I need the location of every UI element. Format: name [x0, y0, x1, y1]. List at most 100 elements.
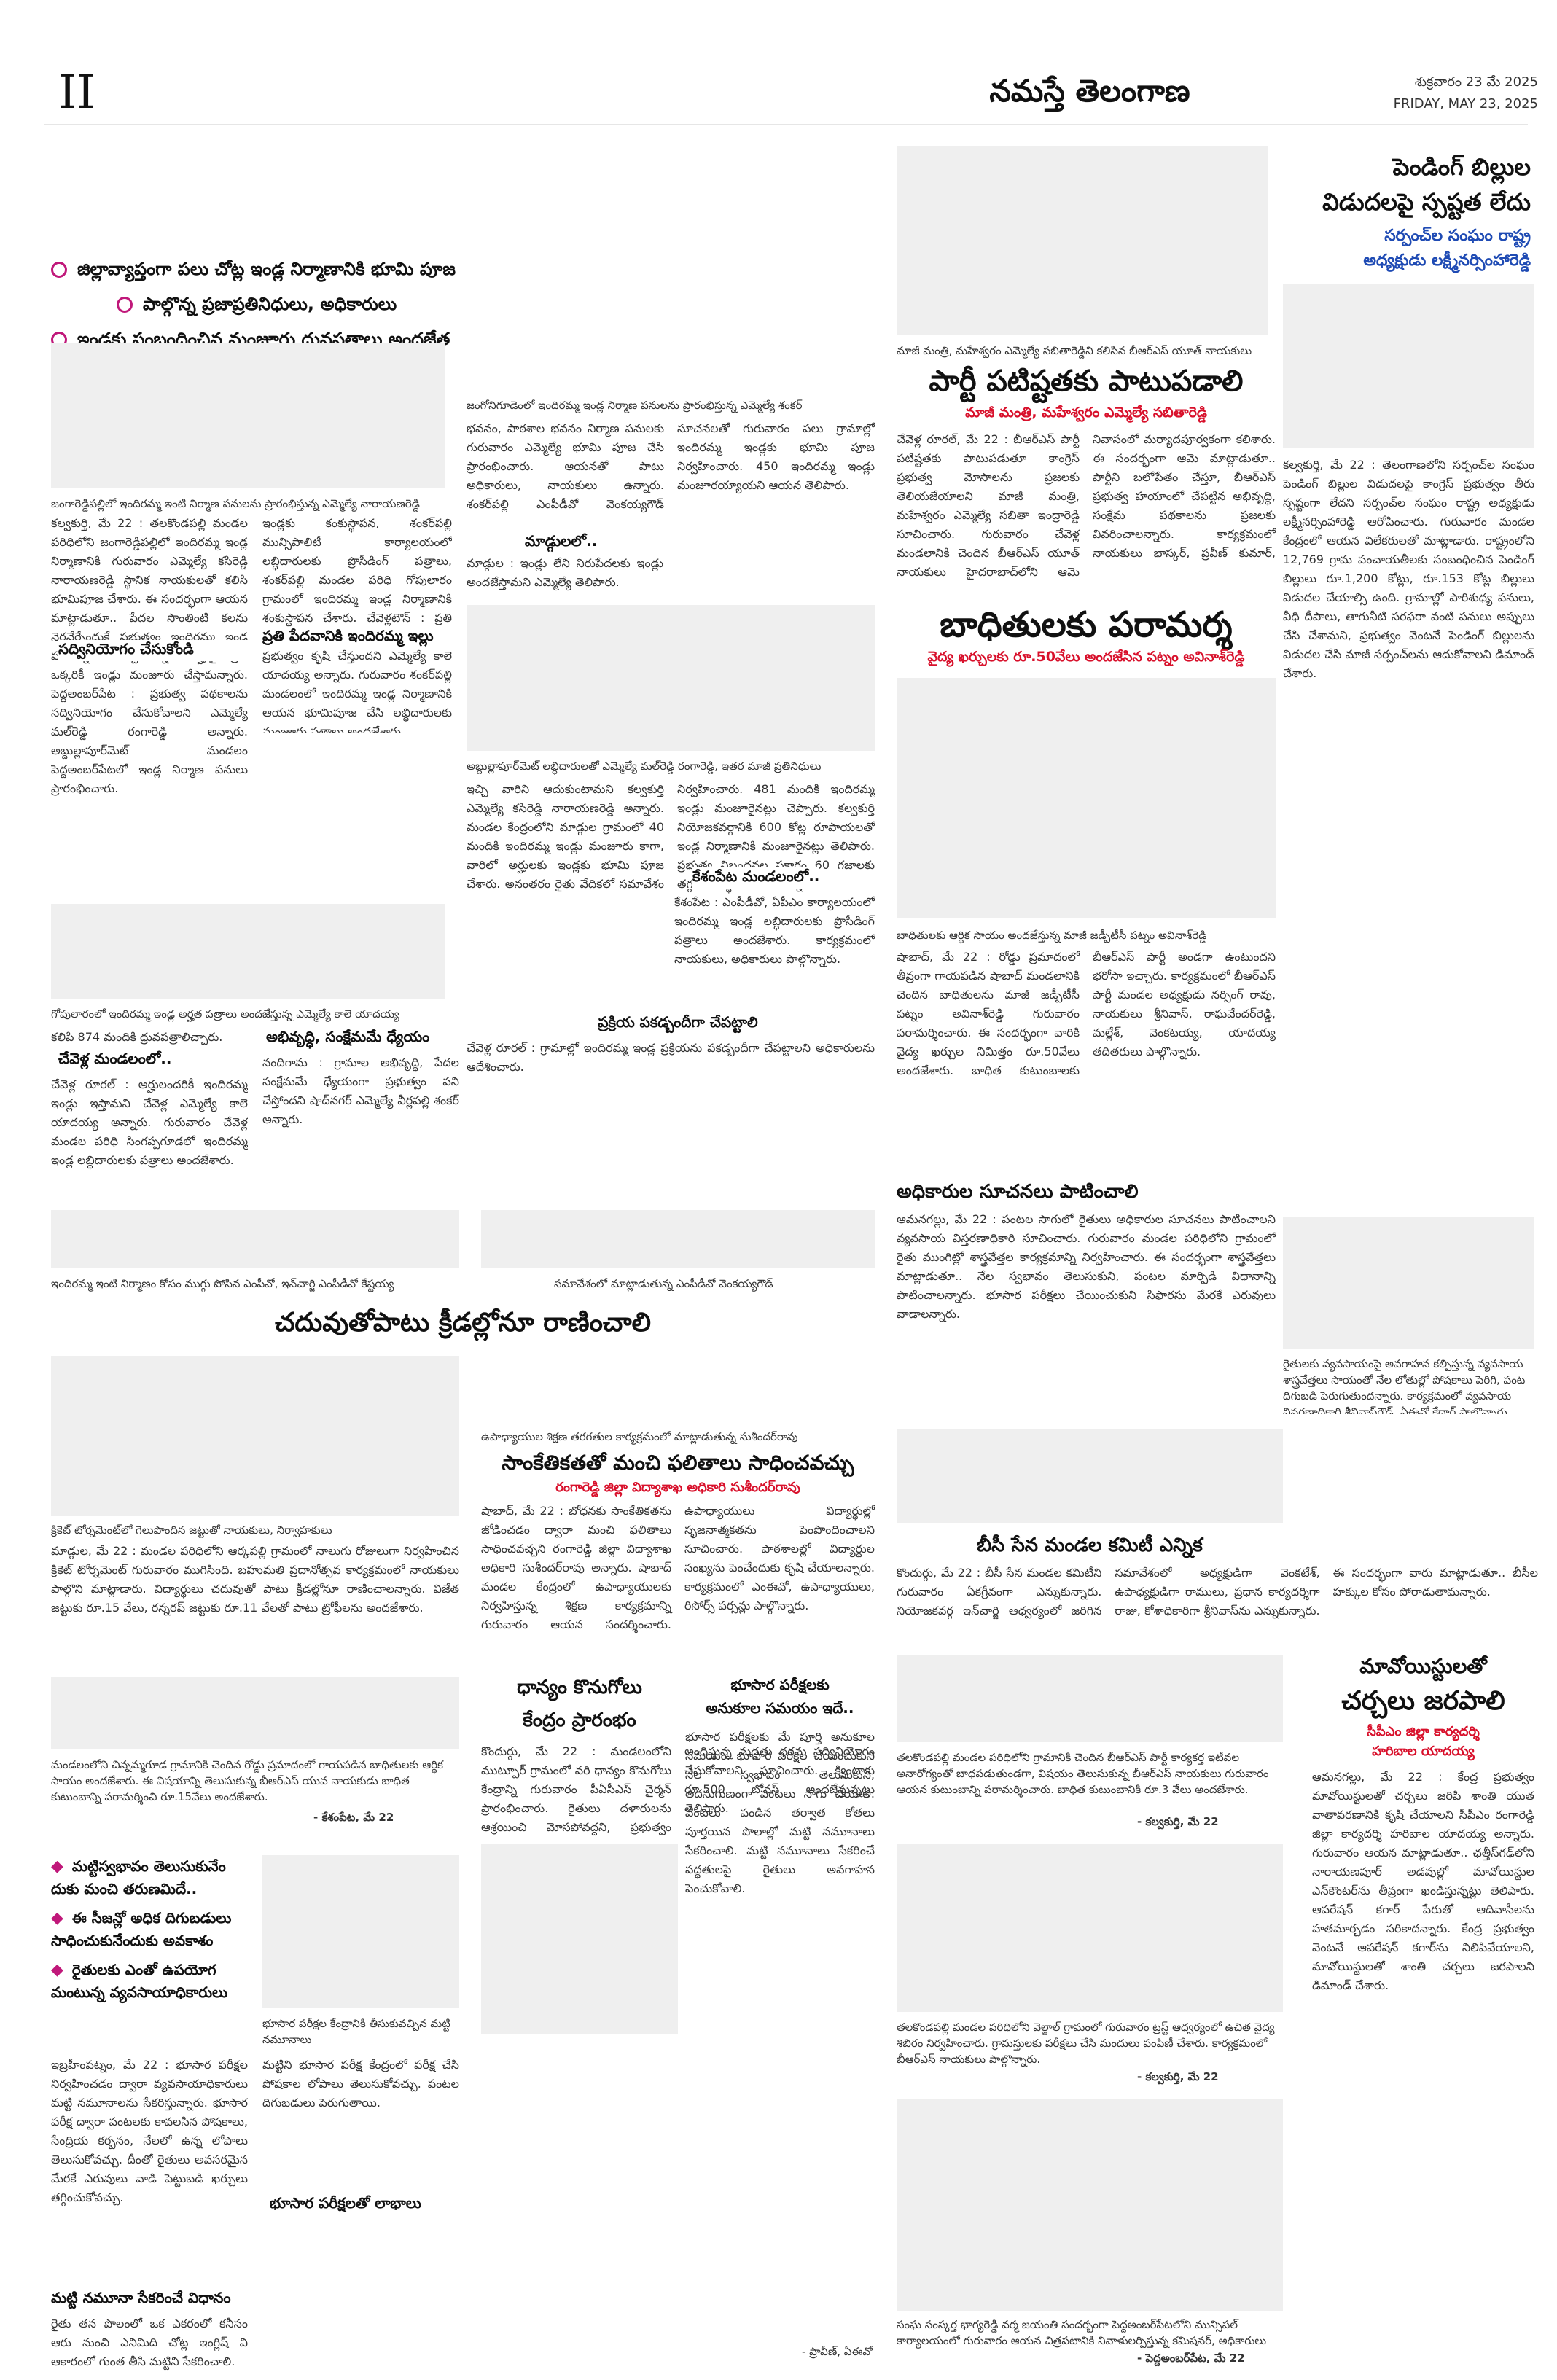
- soil-test-body: భూసార పరీక్షలకు మే పూర్తి అనుకూల సమయం. భ…: [685, 1730, 875, 1895]
- bc-sena-body: కొందుర్గు, మే 22 : బీసీ సేన మండల కమిటీని…: [897, 1566, 1538, 1618]
- shankar-subhead: మాడ్గులలో..: [525, 532, 598, 550]
- pending-bills-body: కల్వకుర్తి, మే 22 : తెలంగాణలోని సర్పంచ్‌…: [1283, 458, 1534, 680]
- maoists-title-1: మావోయిస్టులతో: [1359, 1654, 1487, 1678]
- brief-road-body: మండలంలోని చిన్నమ్మగూడ గ్రామానికి చెందిన …: [51, 1758, 443, 1803]
- dateline: శుక్రవారం 23 మే 2025 FRIDAY, MAY 23, 202…: [1334, 71, 1538, 115]
- pending-bills-sub-1: సర్పంచ్‌ల సంఘం రాష్ట్ర: [1384, 227, 1531, 245]
- sports-kicker: క్రికెట్ టోర్నమెంట్‌లో గెలుపొందిన జట్టుత…: [51, 1523, 332, 1537]
- shankar-body: భవనం, పాఠశాల భవనం నిర్మాణ పనులకు గురువార…: [467, 421, 875, 511]
- brief-last-photo: [897, 2099, 1283, 2311]
- page-number: II: [58, 66, 95, 120]
- date-english: FRIDAY, MAY 23, 2025: [1393, 96, 1538, 112]
- soil-photo: [262, 1855, 459, 2008]
- soil-test-byline: - ప్రావీణ్, ఏఈవో: [802, 2345, 873, 2358]
- gopularam-subhead-3: ప్రక్రియ పకడ్బందీగా చేపట్టాలి: [598, 1013, 758, 1031]
- soil-bullets: ◆మట్టిస్వభావం తెలుసుకునేం దుకు మంచి తరుణ…: [51, 1855, 255, 2003]
- soil-subhead-2: భూసార పరీక్షలతో లాభాలు: [270, 2194, 421, 2212]
- sports-caption-right: సమావేశంలో మాట్లాడుతున్న ఎంపీడీవో వెంకయ్య…: [554, 1277, 773, 1290]
- abdullapurmet-body-2: కేశంపేట : ఎంపీడీవో, ఏపీఎం కార్యాలయంలో ఇం…: [674, 895, 875, 966]
- gopularam-body-3: నందిగామ : గ్రామాల అభివృద్ధి, పేదల సంక్షే…: [262, 1056, 459, 1126]
- maoists-body: ఆమనగల్లు, మే 22 : కేంద్ర ప్రభుత్వం మావోయ…: [1312, 1770, 1534, 1992]
- pending-bills-title-1: పెండింగ్ బిల్లుల: [1392, 153, 1531, 181]
- soil-subhead: మట్టి నమూనా సేకరించే విధానం: [51, 2289, 231, 2306]
- brief-brs-body: తలకొండపల్లి మండల పరిధిలోని గ్రామానికి చె…: [897, 1751, 1269, 1796]
- officers-caption: రైతులకు వ్యవసాయంపై అవగాహన కల్పిస్తున్న వ…: [1283, 1357, 1526, 1414]
- brief-brs-dateline: - కల్వకుర్తి, మే 22: [1137, 1815, 1219, 1828]
- brief-trust-dateline: - కల్వకుర్తి, మే 22: [1137, 2070, 1219, 2083]
- gopularam-body: కలిపి 874 మందికి ధ్రువపత్రాలిచ్చారు.: [51, 1030, 223, 1044]
- party-loyalty-kicker: మాజీ మంత్రి, మహేశ్వరం ఎమ్మెల్యే సబితారెడ…: [897, 344, 1252, 357]
- housing-body-1: కల్వకుర్తి, మే 22 : తలకొండపల్లి మండల పరి…: [51, 516, 248, 795]
- gopularam-photo: [51, 904, 445, 999]
- soil-body-2: రైతు తన పొలంలో ఒక ఎకరంలో కనీసం ఆరు నుంచి…: [51, 2317, 248, 2368]
- sports-photo-left: [51, 1210, 459, 1268]
- top-bullet-2: పాల్గొన్న ప్రజాప్రతినిధులు, అధికారులు: [117, 294, 707, 319]
- bc-sena-photo: [897, 1429, 1283, 1523]
- housing-kicker-1: జంగారెడ్డిపల్లిలో ఇందిరమ్మ ఇంటి నిర్మాణ …: [51, 497, 420, 510]
- party-loyalty-subtitle: మాజీ మంత్రి, మహేశ్వరం ఎమ్మెల్యే సబితారెడ…: [965, 405, 1207, 421]
- shankar-kicker: జంగోనిగూడెంలో ఇందిరమ్మ ఇండ్ల నిర్మాణ పను…: [467, 399, 803, 412]
- maoists-sub-1: సీపీఎం జిల్లా కార్యదర్శి: [1367, 1724, 1480, 1739]
- pending-bills-sub-2: అధ్యక్షుడు లక్ష్మీనర్సింహారెడ్డి: [1363, 251, 1531, 270]
- housing-subhead-1: సద్వినియోగం చేసుకోండి: [58, 640, 248, 661]
- soil-bullet-2: ◆ఈ సీజన్లో అధిక దిగుబడులు సాధించుకునేందు…: [51, 1909, 232, 1949]
- grain-title-2: కేంద్రం ప్రారంభం: [523, 1709, 636, 1731]
- masthead: నమస్తే తెలంగాణ: [989, 73, 1190, 109]
- maoists-sub-2: హరిబాల యాదయ్య: [1372, 1744, 1475, 1759]
- gopularam-subhead: చేవెళ్ల మండలంలో..: [58, 1050, 172, 1067]
- housing-photo-1: [51, 343, 445, 488]
- grain-body: కొందుర్గు, మే 22 : మండలంలోని ముట్పూర్ గ్…: [481, 1744, 875, 1834]
- soil-test-photo: [481, 1844, 678, 2034]
- gopularam-subhead-2: అభివృద్ధి, సంక్షేమమే ధ్యేయం: [266, 1028, 430, 1045]
- bullet-ring-icon: [51, 262, 67, 278]
- top-bullet-1: జిల్లావ్యాప్తంగా పలు చోట్ల ఇండ్ల నిర్మాణ…: [51, 259, 707, 284]
- party-loyalty-title: పార్టీ పటిష్టతకు పాటుపడాలి: [929, 364, 1244, 398]
- housing-subhead-2: ప్రతి పేదవానికి ఇందిరమ్మ ఇల్లు: [262, 627, 452, 648]
- abdullapurmet-subhead: కేశంపేట మండలంలో..: [692, 867, 820, 889]
- diamond-icon: ◆: [51, 1961, 63, 1979]
- officers-title: అధికారుల సూచనలు పాటించాలి: [897, 1181, 1139, 1203]
- story-pending-bills-head: పెండింగ్ బిల్లుల విడుదలపై స్పష్టత లేదు స…: [1298, 149, 1531, 273]
- brief-trust-body: తలకొండపల్లి మండల పరిధిలోని వెల్జాల్ గ్రా…: [897, 2021, 1275, 2066]
- soil-kicker: భూసార పరీక్షల కేంద్రానికి తీసుకువచ్చిన మ…: [262, 2017, 450, 2046]
- victims-body: షాబాద్, మే 22 : రోడ్డు ప్రమాదంలో తీవ్రంగ…: [897, 950, 1276, 1077]
- victims-kicker: బాధితులకు ఆర్థిక సాయం అందజేస్తున్న మాజీ …: [897, 929, 1207, 942]
- pending-bills-photo: [1283, 284, 1534, 448]
- soil-body: ఇబ్రహీంపట్నం, మే 22 : భూసార పరీక్షల నిర్…: [51, 2058, 248, 2204]
- date-telugu: శుక్రవారం 23 మే 2025: [1414, 74, 1538, 90]
- soil-test-title-1: భూసార పరీక్షలకు: [730, 1676, 830, 1693]
- soil-test-title-2: అనుకూల సమయం ఇదే..: [706, 1699, 854, 1717]
- gopularam-kicker: గోపులారంలో ఇందిరమ్మ ఇండ్ల అర్హత పత్రాలు …: [51, 1007, 399, 1021]
- gopularam-body-2: చేవెళ్ల రూరల్ : అర్హులందరికీ ఇందిరమ్మ ఇం…: [51, 1077, 248, 1167]
- sports-photo: [51, 1356, 459, 1516]
- victims-subtitle: వైద్య ఖర్చులకు రూ.50వేలు అందజేసిన పట్నం …: [927, 649, 1245, 665]
- bullet-ring-icon: [117, 297, 133, 313]
- shankar-body-2: మాడ్గుల : ఇండ్లు లేని నిరుపేదలకు ఇండ్లు …: [467, 556, 663, 589]
- soil-bullet-3: ◆రైతులకు ఎంతో ఉపయోగ మంటున్న వ్యవసాయాధికా…: [51, 1961, 228, 2001]
- technology-kicker: ఉపాధ్యాయుల శిక్షణ తరగతుల కార్యక్రమంలో మా…: [481, 1430, 798, 1443]
- victims-title: బాధితులకు పరామర్శ: [940, 604, 1233, 645]
- diamond-icon: ◆: [51, 1857, 63, 1876]
- brief-trust-photo: [897, 1844, 1283, 2012]
- shankar-photo: [467, 605, 875, 751]
- housing-body-2: ఇండ్లకు కంకుస్థాపన, శంకర్‌పల్లి మున్సిపా…: [262, 516, 452, 733]
- bc-sena-title: బీసీ సేన మండల కమిటీ ఎన్నిక: [977, 1534, 1203, 1556]
- technology-body: షాబాద్, మే 22 : బోధనకు సాంకేతికతను జోడిం…: [481, 1504, 875, 1631]
- party-loyalty-body: చేవెళ్ల రూరల్, మే 22 : బీఆర్ఎస్ పార్టీ ప…: [897, 432, 1276, 579]
- sports-photo-right: [481, 1210, 875, 1268]
- officers-photo: [1283, 1217, 1534, 1349]
- header-rule: [44, 124, 1528, 125]
- diamond-icon: ◆: [51, 1909, 63, 1927]
- officers-body: ఆమనగల్లు, మే 22 : పంటల సాగులో రైతులు అధి…: [897, 1212, 1276, 1321]
- abdullapurmet-kicker: అబ్దుల్లాపూర్‌మెట్ లబ్ధిదారులతో ఎమ్మెల్య…: [467, 760, 822, 773]
- sports-body: మాడ్గుల, మే 22 : మండల పరిధిలోని ఆర్కపల్ల…: [51, 1544, 459, 1615]
- brief-brs-photo: [897, 1655, 1283, 1742]
- technology-title: సాంకేతికతతో మంచి ఫలితాలు సాధించవచ్చు: [502, 1451, 854, 1475]
- maoists-title-2: చర్చలు జరపాలి: [1341, 1686, 1505, 1716]
- top-bullets: జిల్లావ్యాప్తంగా పలు చోట్ల ఇండ్ల నిర్మాణ…: [51, 259, 707, 354]
- soil-body-3: మట్టిని భూసార పరీక్ష కేంద్రంలో పరీక్ష చే…: [262, 2058, 459, 2110]
- sports-title: చదువుతోపాటు క్రీడల్లోనూ రాణించాలి: [274, 1308, 652, 1338]
- pending-bills-title-2: విడుదలపై స్పష్టత లేదు: [1322, 188, 1531, 216]
- sports-caption-left: ఇందిరమ్మ ఇంటి నిర్మాణం కోసం ముగ్గు పోసిన…: [51, 1277, 394, 1290]
- brief-road-photo: [51, 1677, 459, 1749]
